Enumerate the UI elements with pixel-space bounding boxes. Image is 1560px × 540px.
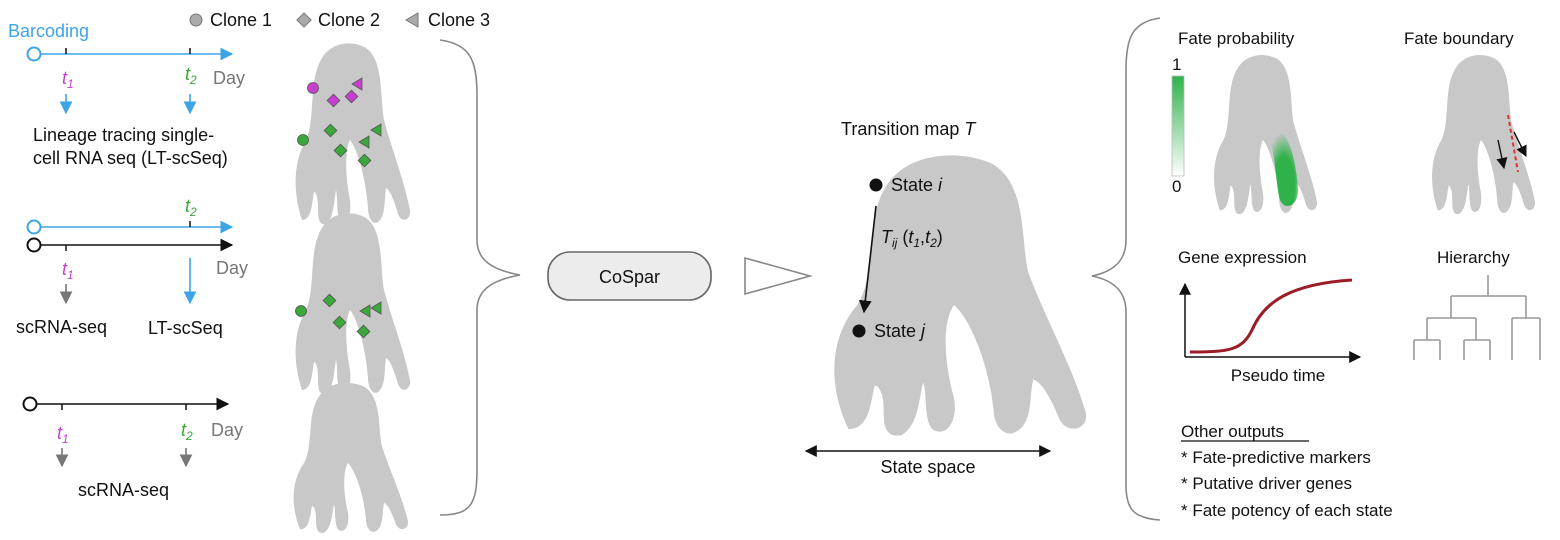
clone2-cell — [326, 93, 341, 108]
transition-map-title: Transition map T — [841, 119, 977, 139]
scrna-caption: scRNA-seq — [16, 317, 107, 337]
clone1-label: Clone 1 — [210, 10, 272, 30]
colorbar-max: 1 — [1172, 55, 1181, 74]
landscape-2 — [295, 213, 411, 395]
boundary-line — [1507, 114, 1519, 173]
clone2-cell — [357, 153, 372, 168]
timeline-start — [26, 46, 42, 62]
state-j-dot — [852, 324, 866, 338]
tij-label: Tij (t1,t2) — [881, 227, 943, 250]
fate-probability-highlight — [1270, 128, 1299, 207]
flow-arrow — [744, 256, 813, 296]
cospar-box — [547, 251, 712, 301]
clone2-cell — [323, 123, 338, 138]
transition-landscape — [834, 155, 1087, 436]
clone3-cell — [358, 135, 370, 149]
cospar-method: CoSpar — [547, 251, 712, 301]
barcode-timeline-start — [26, 219, 42, 235]
other-outputs-title: Other outputs — [1181, 422, 1284, 441]
clone2-cell — [333, 143, 348, 158]
hierarchy-title: Hierarchy — [1437, 248, 1510, 267]
t1-label: t1 — [62, 68, 74, 91]
colorbar-min: 0 — [1172, 177, 1181, 196]
t2-label: t2 — [185, 196, 197, 219]
fate-probability-panel: Fate probability 1 0 — [1171, 29, 1318, 215]
timeline-start — [22, 396, 38, 412]
other-output-item: * Fate-predictive markers — [1181, 448, 1371, 467]
t2-label: t2 — [185, 64, 197, 87]
day-label: Day — [213, 68, 245, 88]
clone2-cell — [332, 315, 347, 330]
plain-timeline-start — [26, 237, 42, 253]
t1-label: t1 — [57, 423, 69, 446]
hierarchy-panel: Hierarchy — [1413, 248, 1541, 360]
clone3-cell — [351, 77, 363, 91]
scrna-caption: scRNA-seq — [78, 480, 169, 500]
clone3-label: Clone 3 — [428, 10, 490, 30]
probability-colorbar — [1171, 75, 1185, 177]
clone1-marker — [189, 13, 203, 27]
fate-boundary-landscape — [1432, 55, 1536, 215]
clone1-cell — [295, 305, 307, 317]
clone2-cell — [356, 324, 371, 339]
clone3-cell — [370, 123, 382, 137]
fate-arrow-right — [1513, 131, 1527, 158]
clone1-cell — [307, 82, 319, 94]
other-outputs: Other outputs * Fate-predictive markers … — [1181, 422, 1393, 520]
clone2-cell — [322, 293, 337, 308]
state-i-dot — [869, 178, 883, 192]
clone2-marker — [296, 12, 312, 28]
dendrogram — [1413, 275, 1541, 360]
t2-label: t2 — [181, 420, 193, 443]
fate-boundary-panel: Fate boundary — [1404, 29, 1536, 215]
day-label: Day — [216, 258, 248, 278]
clone3-marker — [405, 12, 419, 28]
fate-probability-title: Fate probability — [1178, 29, 1295, 48]
state-j-label: State j — [874, 321, 926, 341]
clone-legend: Clone 1 Clone 2 Clone 3 — [189, 10, 490, 30]
input-lt-scseq-timeline: Barcoding t1 t2 Day Lineage tracing sing… — [8, 21, 245, 168]
gene-expression-title: Gene expression — [1178, 248, 1307, 267]
barcoding-label: Barcoding — [8, 21, 89, 41]
clone1-cell — [297, 134, 309, 146]
input-scrna-timeline: t1 t2 Day scRNA-seq — [22, 396, 243, 500]
inputs-brace — [439, 39, 521, 516]
clone2-label: Clone 2 — [318, 10, 380, 30]
state-space-label: State space — [880, 457, 975, 477]
fate-boundary-title: Fate boundary — [1404, 29, 1514, 48]
clone3-cell — [370, 301, 382, 315]
state-i-label: State i — [891, 175, 943, 195]
input-mixed-timeline: t2 t1 Day scRNA-seq LT-scSeq — [16, 196, 248, 338]
lt-caption-line1: Lineage tracing single- — [33, 125, 214, 145]
landscape-1 — [295, 43, 411, 225]
other-output-item: * Putative driver genes — [1181, 474, 1352, 493]
expression-curve — [1189, 278, 1353, 354]
gene-expression-panel: Gene expression Pseudo time — [1178, 248, 1362, 385]
day-label: Day — [211, 420, 243, 440]
clone3-cell — [359, 304, 371, 318]
cospar-label: CoSpar — [599, 267, 660, 287]
t1-label: t1 — [62, 259, 74, 282]
lt-caption-line2: cell RNA seq (LT-scSeq) — [33, 148, 228, 168]
outputs-brace — [1091, 17, 1161, 521]
fate-arrow-left — [1496, 139, 1508, 170]
transition-map: Transition map T State i Tij (t1,t2) Sta… — [804, 119, 1087, 477]
pseudo-time-label: Pseudo time — [1231, 366, 1326, 385]
landscape-3 — [293, 382, 409, 533]
clone-markers-2 — [295, 293, 382, 339]
other-output-item: * Fate potency of each state — [1181, 501, 1393, 520]
clone-markers-1 — [297, 77, 382, 168]
clone2-cell — [344, 89, 359, 104]
lt-scseq-caption: LT-scSeq — [148, 318, 223, 338]
fate-probability-landscape — [1214, 55, 1318, 215]
transition-arrow — [858, 205, 877, 314]
